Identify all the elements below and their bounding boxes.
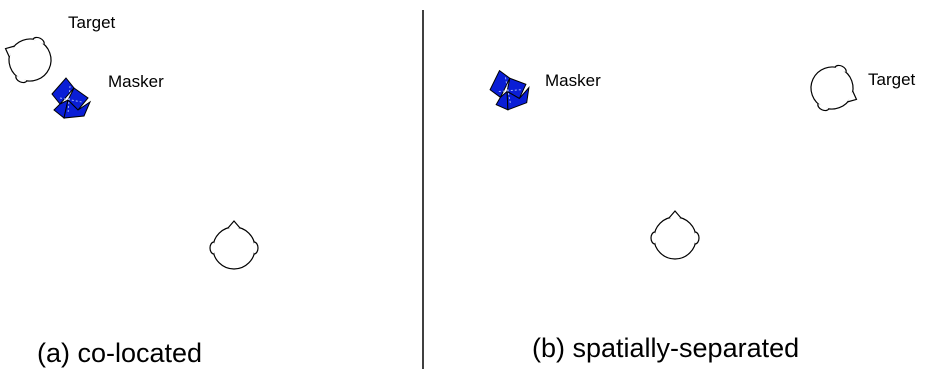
caption-a: (a) co-located	[37, 338, 203, 368]
masker-label-a: Masker	[108, 72, 164, 91]
target-label-b: Target	[868, 70, 916, 89]
target-label-a: Target	[68, 13, 116, 32]
loudspeaker-icon-b	[485, 63, 534, 114]
listener-head-icon-b	[650, 210, 700, 260]
masker-label-b: Masker	[545, 71, 601, 90]
listener-head-icon-a	[209, 220, 259, 270]
target-head-icon-b	[802, 56, 868, 122]
caption-b: (b) spatially-separated	[532, 333, 800, 363]
loudspeaker-icon-a	[51, 77, 91, 119]
target-head-icon-a	[0, 26, 60, 92]
